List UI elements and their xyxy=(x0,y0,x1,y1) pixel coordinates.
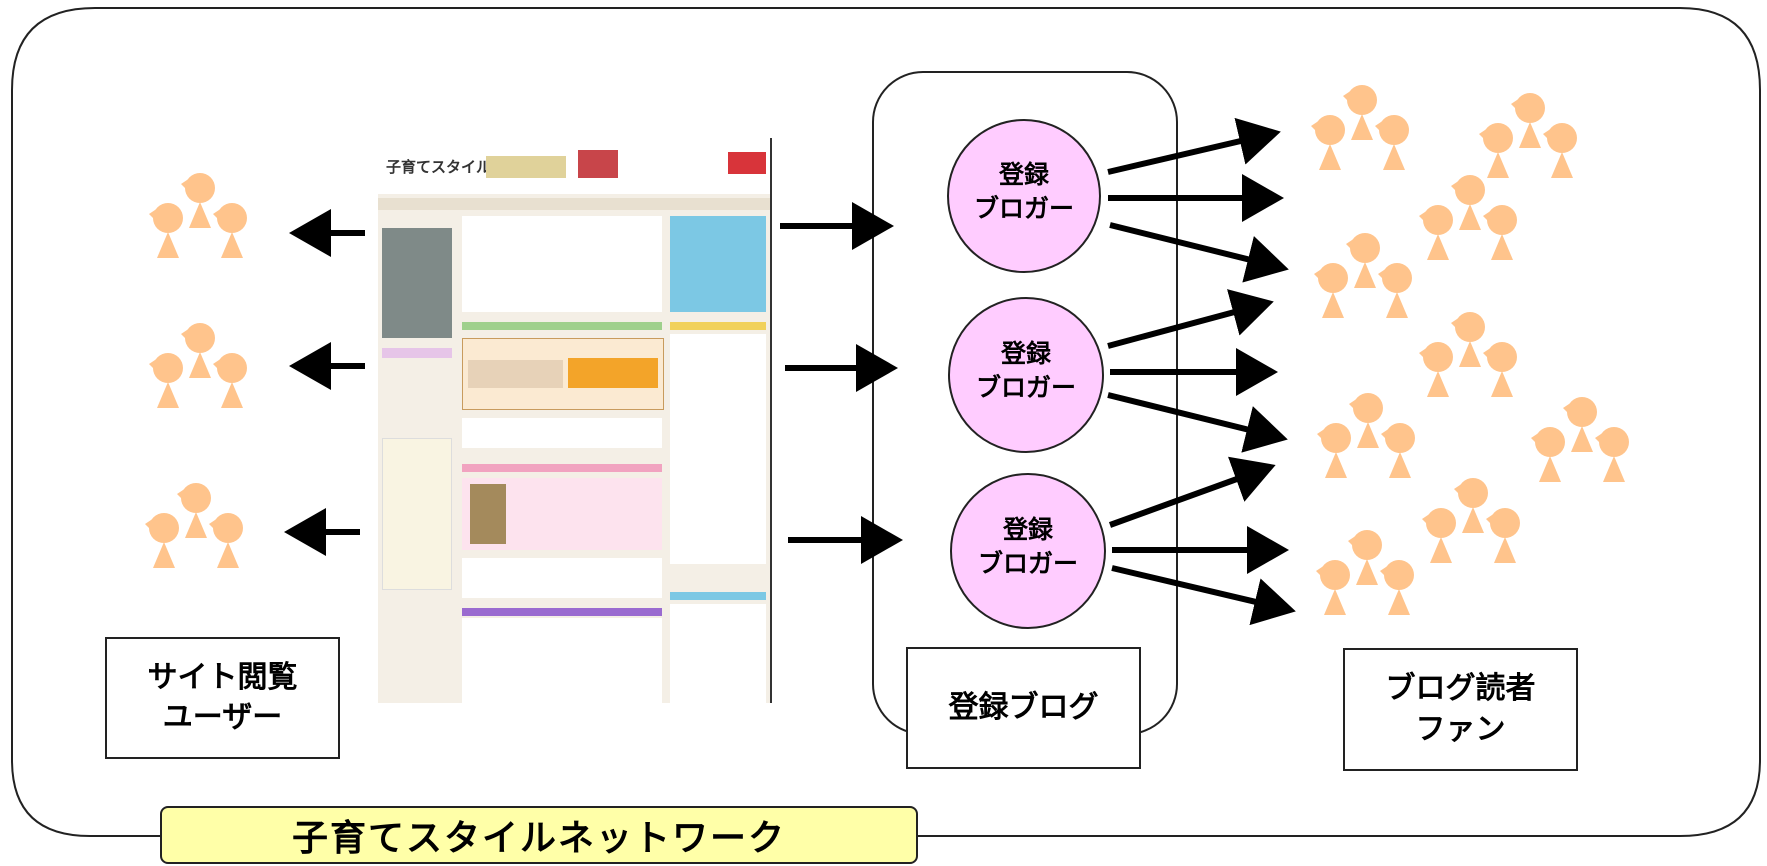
arrows-to-fans xyxy=(1107,117,1296,626)
person-icon xyxy=(149,173,247,258)
arrows-to-users xyxy=(284,209,365,556)
site-logo: 子育てスタイル xyxy=(386,158,492,176)
blogger-label-line: 登録 xyxy=(1002,515,1054,544)
arrow-icon xyxy=(1111,565,1296,626)
fans-group xyxy=(1311,85,1629,615)
site-users-label: サイト閲覧 ユーザー xyxy=(105,637,340,759)
arrow-icon xyxy=(1107,289,1274,349)
blogger-label: 登録ブロガー xyxy=(974,160,1074,223)
person-icon xyxy=(1316,530,1414,615)
person-icon xyxy=(149,323,247,408)
arrow-icon xyxy=(1108,456,1276,528)
arrows-to-bloggers xyxy=(780,202,903,564)
blogger-label-line: ブロガー xyxy=(974,194,1074,223)
person-icon xyxy=(1531,397,1629,482)
arrow-icon xyxy=(1107,392,1288,453)
person-icon xyxy=(1422,478,1520,563)
outer-frame xyxy=(11,7,1761,837)
blogger-label: 登録ブロガー xyxy=(976,339,1076,402)
blog-fans-label: ブログ読者 ファン xyxy=(1343,648,1578,771)
blogger-nodes: 登録ブロガー 登録ブロガー 登録ブロガー xyxy=(947,119,1106,629)
website-screenshot: 子育てスタイル xyxy=(378,138,772,703)
site-header: 子育てスタイル xyxy=(378,138,770,194)
blogger-label: 登録ブロガー xyxy=(978,515,1078,578)
person-icon xyxy=(1311,85,1409,170)
blogger-label-line: 登録 xyxy=(998,160,1050,189)
person-icon xyxy=(1479,93,1577,178)
blogger-label-line: ブロガー xyxy=(976,373,1076,402)
person-icon xyxy=(1419,175,1517,260)
person-icon xyxy=(1419,312,1517,397)
site-users-group xyxy=(145,173,247,568)
person-icon xyxy=(1314,233,1412,318)
blogger-label-line: ブロガー xyxy=(978,549,1078,578)
blogger-label-line: 登録 xyxy=(1000,339,1052,368)
blogger-circle xyxy=(948,297,1104,453)
registered-blog-label: 登録ブログ xyxy=(906,647,1141,769)
person-icon xyxy=(145,483,243,568)
arrow-icon xyxy=(1109,222,1289,283)
blogger-circle xyxy=(950,473,1106,629)
network-title: 子育てスタイルネットワーク xyxy=(160,806,918,864)
person-icon xyxy=(1317,393,1415,478)
blogger-circle xyxy=(947,119,1101,273)
arrow-icon xyxy=(1107,117,1281,175)
site-nav xyxy=(378,198,770,210)
